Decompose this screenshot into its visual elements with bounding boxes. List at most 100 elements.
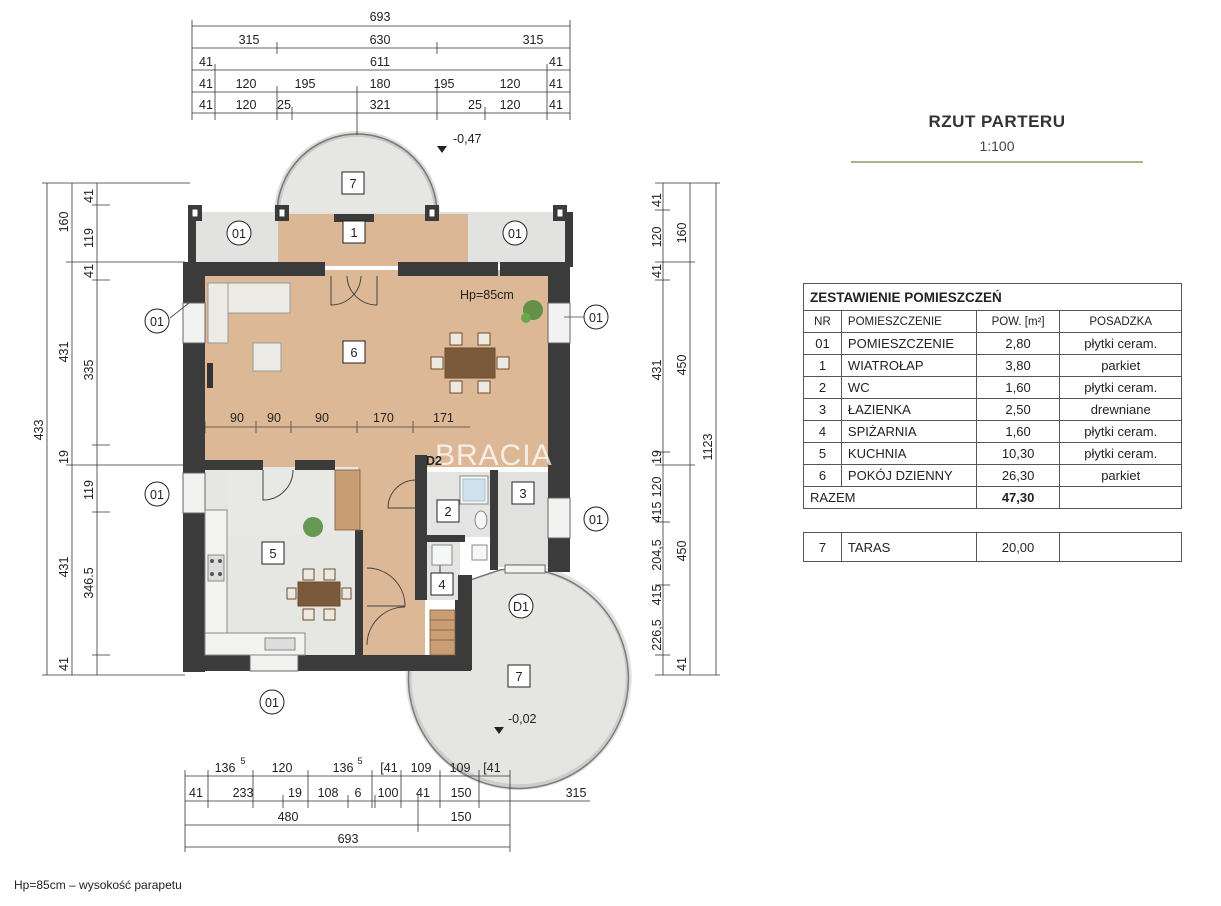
cell: WC (840, 376, 977, 399)
title-underline (851, 161, 1143, 163)
dim-top: 630 (370, 33, 391, 47)
cell: 1,60 (975, 376, 1061, 399)
cell: parkiet (1059, 354, 1182, 377)
dim-top: 120 (500, 77, 521, 91)
level-entrance: -0,47 (453, 132, 482, 146)
dim-bottom-total: 693 (338, 832, 359, 846)
dim-top: 180 (370, 77, 391, 91)
dim-right: 450 (675, 541, 689, 562)
dim-right: 160 (675, 223, 689, 244)
dim-right: 450 (675, 355, 689, 376)
dim-left: 119 (82, 480, 96, 500)
dim-bottom: 100 (378, 786, 399, 800)
dim-top: 25 (277, 98, 291, 112)
watermark: BRACIA (435, 439, 553, 472)
dim-bottom: 108 (318, 786, 339, 800)
cell: 2,80 (975, 332, 1061, 355)
cell: płytki ceram. (1059, 376, 1182, 399)
dim-right: 41 (675, 657, 689, 671)
dim-bottom: [41 (483, 761, 500, 775)
dim-bottom: 150 (451, 810, 472, 824)
sill-height-label: Hp=85cm (460, 288, 514, 302)
dim-top: 195 (434, 77, 455, 91)
window-tag: 01 (232, 227, 246, 241)
cell: płytki ceram. (1059, 442, 1182, 465)
terrace-table: 7 TARAS 20,00 (803, 532, 1182, 562)
dim-top: 120 (236, 98, 257, 112)
dim-left: 41 (57, 657, 71, 671)
drawing-scale: 1:100 (979, 138, 1015, 154)
dim-left: 19 (57, 450, 71, 464)
dim-right: 41 (650, 264, 664, 278)
dim-top: 25 (468, 98, 482, 112)
room-schedule-table: ZESTAWIENIE POMIESZCZEŃ NR POMIESZCZENIE… (803, 283, 1182, 509)
tag-room-3: 3 (519, 486, 526, 501)
coffee-table (252, 342, 282, 372)
dim-top-total: 693 (370, 10, 391, 24)
window-tag: 01 (150, 315, 164, 329)
window-tag: 01 (265, 696, 279, 710)
cell: POMIESZCZENIE (840, 332, 977, 355)
table-row: 7 TARAS 20,00 (803, 532, 1182, 562)
dim-right: 41 (650, 193, 664, 207)
cell: 10,30 (975, 442, 1061, 465)
door-tag-d1: D1 (513, 600, 529, 614)
dim-bottom: 109 (411, 761, 432, 775)
dim-left: 41 (82, 189, 96, 203)
table-row: 2 WC 1,60 płytki ceram. (803, 376, 1182, 399)
level-terrace: -0,02 (508, 712, 537, 726)
dim-right: 120 (650, 477, 664, 498)
cell: 7 (803, 532, 842, 562)
dim-bottom: 136 (215, 761, 236, 775)
drawing-title-block: RZUT PARTERU 1:100 (850, 112, 1144, 154)
dim-top: 321 (370, 98, 391, 112)
window-tag: 01 (589, 311, 603, 325)
dim-bottom: 41 (189, 786, 203, 800)
dim-bottom: 315 (566, 786, 587, 800)
dim-bottom: 41 (416, 786, 430, 800)
dim-top: 41 (549, 55, 563, 69)
cell: 01 (803, 332, 842, 355)
cell: 2 (803, 376, 842, 399)
table-row: 4 SPIŻARNIA 1,60 płytki ceram. (803, 420, 1182, 443)
legend-caption: Hp=85cm – wysokość parapetu (14, 878, 182, 892)
vestibule-floor (278, 214, 468, 266)
cell: 1,60 (975, 420, 1061, 443)
dim-top: 315 (239, 33, 260, 47)
dim-top: 611 (370, 55, 390, 69)
tag-room-7-bottom: 7 (515, 669, 522, 684)
dim-top: 41 (549, 98, 563, 112)
dim-right-total: 1123 (701, 434, 715, 461)
tag-room-7-top: 7 (349, 176, 356, 191)
cell: 5 (803, 442, 842, 465)
toilet (474, 510, 488, 530)
cell: POKÓJ DZIENNY (840, 464, 977, 487)
table-column-headers: NR POMIESZCZENIE POW. [m²] POSADZKA (803, 310, 1182, 333)
tv (207, 363, 213, 388)
tag-room-2: 2 (444, 504, 451, 519)
interior-dim-1: 90 (230, 411, 244, 425)
dim-left: 160 (57, 212, 71, 233)
cell: płytki ceram. (1059, 420, 1182, 443)
cell: 3 (803, 398, 842, 421)
cell: 6 (803, 464, 842, 487)
cell: 26,30 (975, 464, 1061, 487)
dim-bottom: 136 (333, 761, 354, 775)
dim-right: 415 (650, 585, 664, 606)
interior-dim-4: 170 (373, 411, 394, 425)
column-header: POMIESZCZENIE (840, 310, 977, 333)
dim-bottom: 480 (278, 810, 299, 824)
cell: płytki ceram. (1059, 332, 1182, 355)
cell: WIATROŁAP (840, 354, 977, 377)
column-header: NR (803, 310, 842, 333)
cell: 4 (803, 420, 842, 443)
cell: 3,80 (975, 354, 1061, 377)
window-tag: 01 (150, 488, 164, 502)
cell (1059, 532, 1182, 562)
column-header: POW. [m²] (975, 310, 1061, 333)
table-row: 01 POMIESZCZENIE 2,80 płytki ceram. (803, 332, 1182, 355)
dim-right: 415 (650, 502, 664, 523)
dim-left: 346.5 (82, 567, 96, 598)
cell: 1 (803, 354, 842, 377)
window-tag: 01 (508, 227, 522, 241)
